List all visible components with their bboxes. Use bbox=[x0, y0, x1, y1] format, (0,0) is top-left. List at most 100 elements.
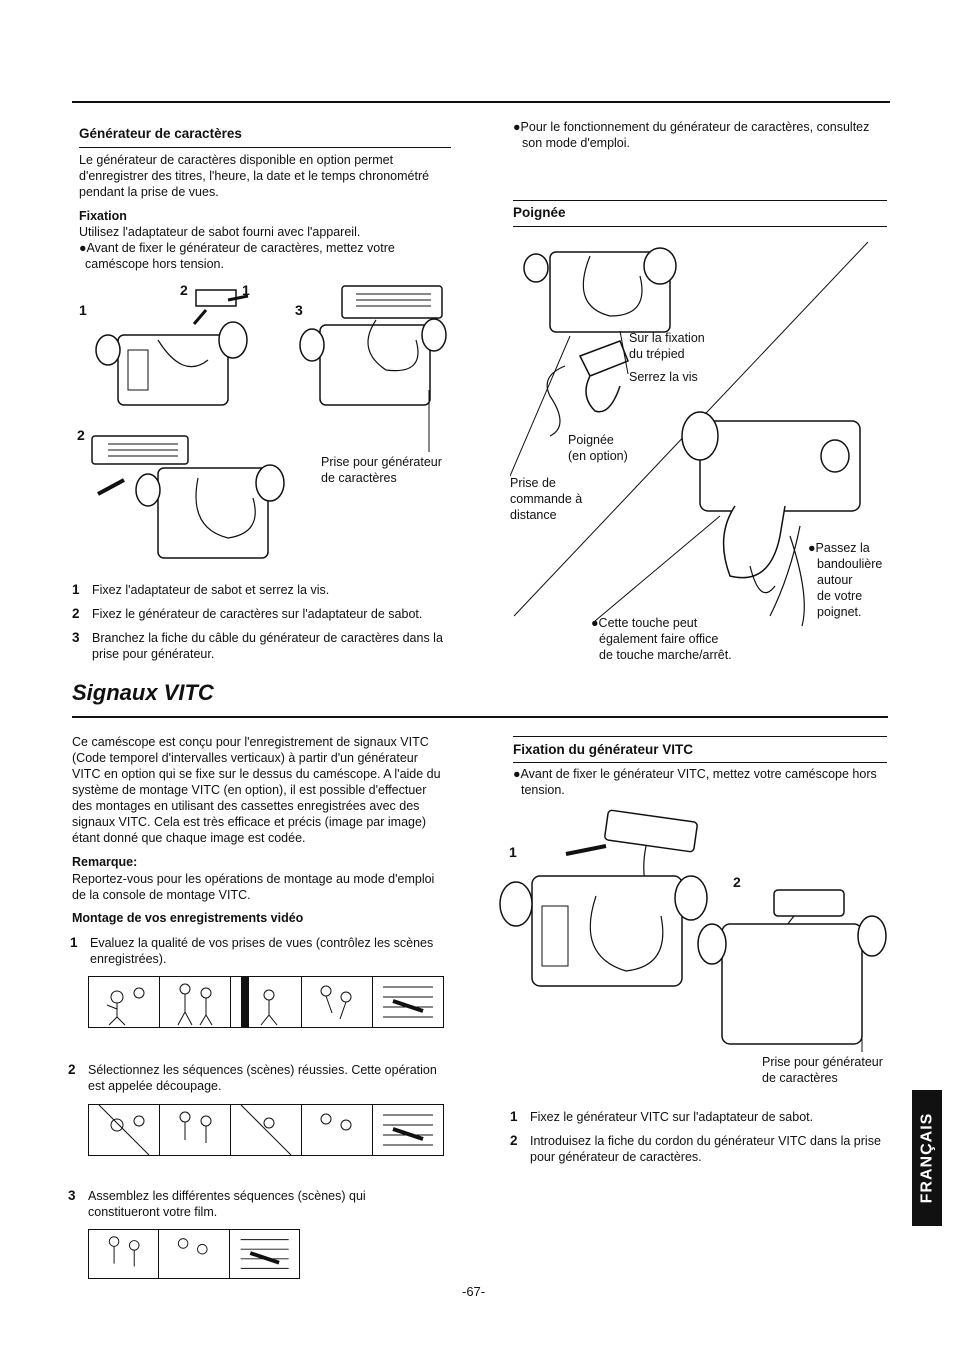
gen-step: 2 Fixez le générateur de caractères sur l… bbox=[72, 606, 422, 622]
intro-line: étant donné que chaque image est codée. bbox=[72, 831, 306, 845]
vitc-prise-label: Prise pour générateur de caractères bbox=[762, 1054, 883, 1086]
fig-label: 1 bbox=[79, 302, 87, 318]
fix-step: 1 Fixez le générateur VITC sur l'adaptate… bbox=[510, 1109, 813, 1125]
bullet-line: ●Pour le fonctionnement du générateur de… bbox=[513, 120, 870, 134]
fig-label: 2 bbox=[733, 874, 741, 890]
step-text: Introduisez la fiche du cordon du généra… bbox=[530, 1133, 881, 1165]
film-frame bbox=[159, 1230, 230, 1278]
fig-label: 2 bbox=[77, 427, 85, 443]
label-line: également faire office bbox=[599, 632, 719, 646]
montage-step: 2 Sélectionnez les séquences (scènes) réu… bbox=[68, 1062, 437, 1094]
film-frame bbox=[89, 977, 160, 1027]
page-number: -67- bbox=[462, 1284, 486, 1299]
label-line: de touche marche/arrêt. bbox=[599, 648, 732, 662]
fixation-trepied-label: Sur la fixation du trépied bbox=[629, 330, 705, 362]
step-line: Assemblez les différentes séquences (scè… bbox=[88, 1189, 366, 1203]
touche-label: ●Cette touche peut également faire offic… bbox=[591, 615, 732, 663]
step-number: 3 bbox=[72, 630, 80, 645]
film-frame bbox=[231, 977, 302, 1027]
film-frame bbox=[230, 1230, 299, 1278]
step-line: enregistrées). bbox=[90, 952, 167, 966]
label-line: Sur la fixation bbox=[629, 331, 705, 345]
poignee-title-rule bbox=[513, 226, 887, 227]
remarque-text: Reportez-vous pour les opérations de mon… bbox=[72, 871, 434, 903]
step-number: 2 bbox=[510, 1133, 518, 1148]
fixation-line: Utilisez l'adaptateur de sabot fourni av… bbox=[79, 225, 361, 239]
intro-line: VITC en option qui se fixe sur le dessus… bbox=[72, 767, 441, 781]
fix-title-rule bbox=[513, 762, 887, 763]
fix-vitc-title: Fixation du générateur VITC bbox=[513, 742, 694, 757]
step-text: Branchez la fiche du câble du générateur… bbox=[92, 630, 443, 662]
label-line: Prise pour générateur bbox=[762, 1055, 883, 1069]
label-line: de votre bbox=[817, 589, 863, 603]
poignee-label: Poignée (en option) bbox=[568, 432, 628, 464]
label-line: Prise de bbox=[510, 476, 556, 490]
vitc-camcorder-connected-illustration bbox=[697, 889, 887, 1052]
label-line: commande à bbox=[510, 492, 583, 506]
fig-label: 2 bbox=[180, 282, 188, 298]
step-text: Assemblez les différentes séquences (scè… bbox=[88, 1188, 366, 1220]
language-tab: FRANÇAIS bbox=[912, 1090, 942, 1226]
gen-intro-line: Le générateur de caractères disponible e… bbox=[79, 153, 394, 167]
step-line: constitueront votre film. bbox=[88, 1205, 218, 1219]
montage-heading: Montage de vos enregistrements vidéo bbox=[72, 911, 304, 925]
label-line: ●Passez la bbox=[808, 541, 870, 555]
film-frame bbox=[160, 977, 231, 1027]
film-strip-selected-scenes bbox=[88, 1104, 444, 1156]
gen-intro: Le générateur de caractères disponible e… bbox=[79, 152, 459, 200]
film-frame bbox=[89, 1230, 160, 1278]
film-strip-assembled bbox=[88, 1229, 300, 1279]
fixation-heading: Fixation bbox=[79, 209, 127, 223]
step-line: prise pour générateur. bbox=[92, 647, 215, 661]
fix-top-rule bbox=[513, 736, 887, 737]
step-number: 1 bbox=[510, 1109, 518, 1124]
film-frame bbox=[89, 1105, 160, 1155]
right-bullet: ●Pour le fonctionnement du générateur de… bbox=[513, 119, 869, 151]
step-line: est appelée découpage. bbox=[88, 1079, 222, 1093]
label-line: de caractères bbox=[762, 1071, 838, 1085]
step-line: Branchez la fiche du câble du générateur… bbox=[92, 631, 443, 645]
step-text: Sélectionnez les séquences (scènes) réus… bbox=[88, 1062, 437, 1094]
gen-intro-line: pendant la prise de vues. bbox=[79, 185, 219, 199]
film-frame bbox=[373, 1105, 443, 1155]
vitc-title-rule bbox=[72, 716, 888, 718]
film-frame bbox=[160, 1105, 231, 1155]
label-line: ●Cette touche peut bbox=[591, 616, 698, 630]
bullet-line: tension. bbox=[521, 783, 565, 797]
film-frame bbox=[302, 1105, 373, 1155]
label-line: poignet. bbox=[817, 605, 862, 619]
step-line: pour générateur de caractères. bbox=[530, 1150, 702, 1164]
camcorder-with-generator-illustration bbox=[91, 435, 285, 559]
fixation-bullet: ●Avant de fixer le générateur de caractè… bbox=[79, 240, 395, 272]
gen-intro-line: d'enregistrer des titres, l'heure, la da… bbox=[79, 169, 430, 183]
step-text: Fixez le générateur VITC sur l'adaptateu… bbox=[530, 1110, 814, 1124]
remarque-line: de la console de montage VITC. bbox=[72, 888, 251, 902]
label-line: Poignée bbox=[568, 433, 614, 447]
film-frame bbox=[302, 977, 373, 1027]
fix-step: 2 Introduisez la fiche du cordon du génér… bbox=[510, 1133, 881, 1165]
step-line: Introduisez la fiche du cordon du généra… bbox=[530, 1134, 881, 1148]
top-rule bbox=[72, 101, 890, 103]
step-line: Evaluez la qualité de vos prises de vues… bbox=[90, 936, 434, 950]
poignee-title: Poignée bbox=[513, 205, 566, 220]
bullet-line: ●Avant de fixer le générateur VITC, mett… bbox=[513, 767, 877, 781]
step-number: 2 bbox=[72, 606, 80, 621]
vitc-camcorder-illustration bbox=[499, 809, 708, 987]
intro-line: (Code temporel d'intervalles verticaux) … bbox=[72, 751, 418, 765]
poignee-top-rule bbox=[513, 200, 887, 201]
step-text: Fixez l'adaptateur de sabot et serrez la… bbox=[92, 583, 330, 597]
intro-line: système de montage VITC (en option), il … bbox=[72, 783, 427, 797]
step-text: Fixez le générateur de caractères sur l'… bbox=[92, 607, 423, 621]
label-line: autour bbox=[817, 573, 853, 587]
gen-title-rule bbox=[79, 147, 451, 148]
step-line: Sélectionnez les séquences (scènes) réus… bbox=[88, 1063, 437, 1077]
vitc-intro: Ce caméscope est conçu pour l'enregistre… bbox=[72, 734, 441, 846]
step-number: 2 bbox=[68, 1062, 76, 1077]
film-strip-scenes bbox=[88, 976, 444, 1028]
bullet-line: caméscope hors tension. bbox=[85, 257, 224, 271]
camcorder-illustration bbox=[95, 289, 249, 406]
label-line: distance bbox=[510, 508, 557, 522]
